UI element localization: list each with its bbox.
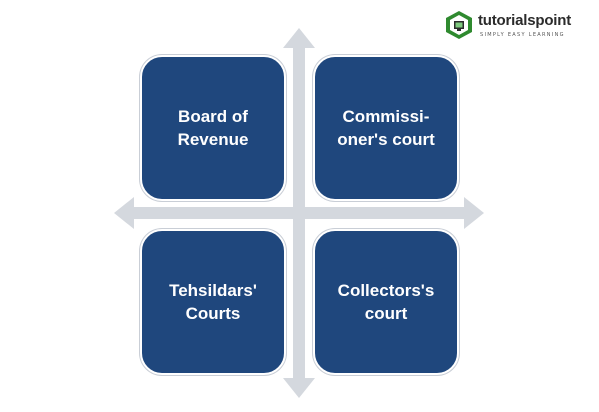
arrow-right-icon xyxy=(464,197,484,229)
board-of-revenue-box: Board of Revenue xyxy=(140,55,286,201)
tehsildars-courts-box: Tehsildars' Courts xyxy=(140,229,286,375)
arrow-up-icon xyxy=(283,28,315,48)
arrow-left-icon xyxy=(114,197,134,229)
logo-brand-text: tutorialspoint xyxy=(478,12,572,29)
tutorialspoint-logo: tutorialspoint SIMPLY EASY LEARNING xyxy=(440,6,590,44)
tehsildars-courts-label: Tehsildars' Courts xyxy=(169,281,257,323)
board-of-revenue-label: Board of Revenue xyxy=(177,107,249,149)
collectors-court-label: Collectors's court xyxy=(337,281,435,323)
logo-tagline: SIMPLY EASY LEARNING xyxy=(480,32,565,38)
logo-mark-icon xyxy=(446,11,472,39)
commissioners-court-box: Commissi- oner's court xyxy=(313,55,459,201)
horizontal-axis xyxy=(130,207,470,219)
collectors-court-box: Collectors's court xyxy=(313,229,459,375)
arrow-down-icon xyxy=(283,378,315,398)
commissioners-court-label: Commissi- oner's court xyxy=(337,107,435,149)
